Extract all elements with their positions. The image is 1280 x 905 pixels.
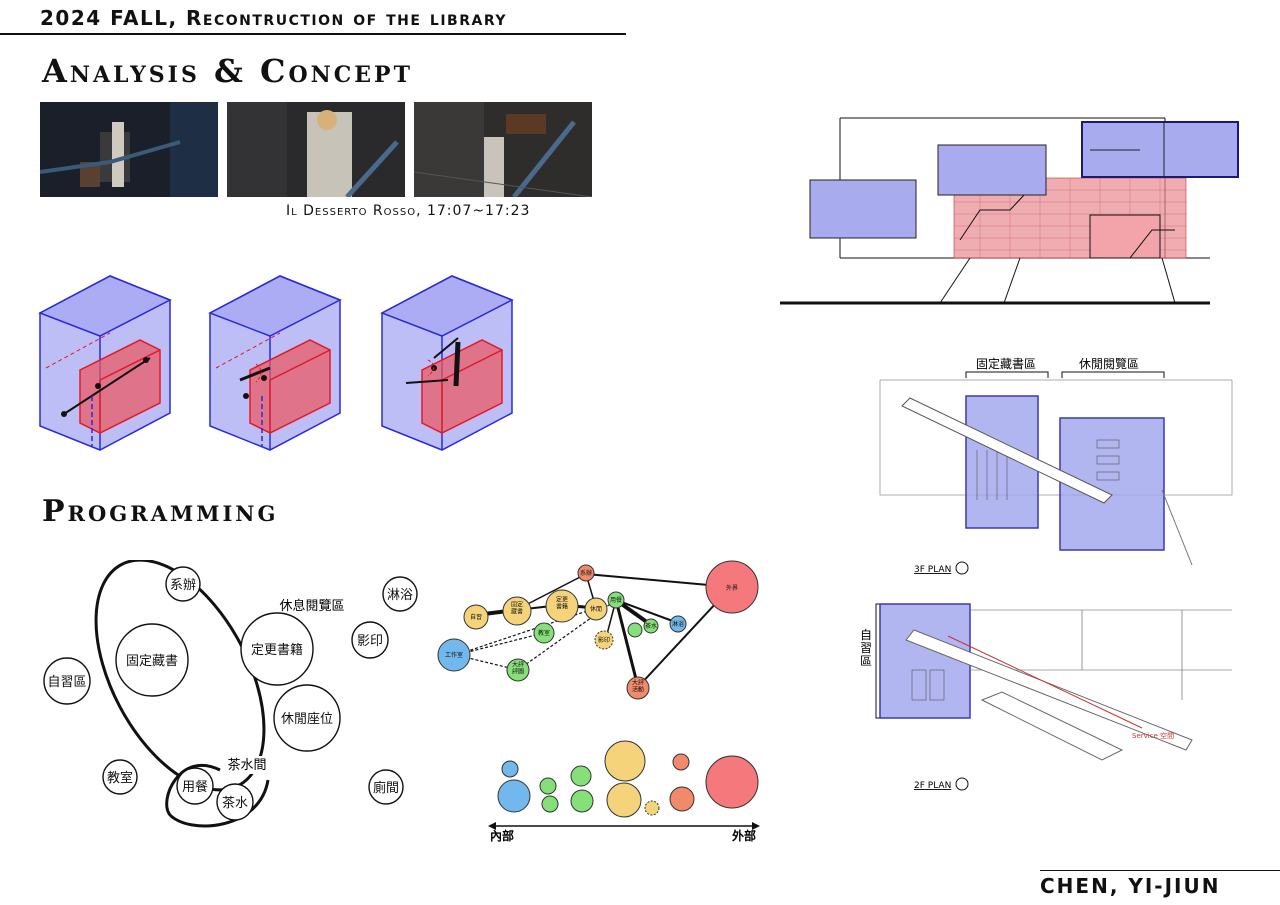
- net-jiaoshi: 教室: [538, 629, 550, 637]
- header-title: 2024 FALL, Recontruction of the library: [40, 6, 507, 30]
- zone-fixed-label: 固定藏書區: [976, 356, 1036, 371]
- net-linyu: 淋浴: [672, 620, 684, 628]
- author-name: CHEN, YI-JIUN: [1040, 874, 1221, 898]
- service-label: Service 空間: [1132, 731, 1174, 740]
- concept-box-3: [380, 275, 514, 451]
- section-programming-title: Programming: [42, 494, 279, 529]
- plan-3f: 固定藏書區 休閒閱覽區 3F PLAN: [879, 356, 1233, 575]
- net-gongzuo: 工作室: [445, 651, 463, 659]
- plan-2f-label: 2F PLAN: [914, 781, 951, 791]
- gradient-inner-label: 內部: [490, 828, 514, 843]
- section-analysis-title: Analysis & Concept: [42, 52, 413, 90]
- group-tea-label: 茶水間: [227, 757, 266, 773]
- net-dapin: 大評評圖: [512, 661, 524, 676]
- section-elevation: [780, 117, 1239, 305]
- net-waijie: 外界: [726, 584, 738, 592]
- net-xiuxian: 休閒: [590, 605, 602, 613]
- bubble-yongcan: 用餐: [182, 779, 208, 795]
- film-still-1: [40, 102, 218, 197]
- net-dinggeng: 定更書籍: [556, 596, 568, 611]
- bubble-dinggeng: 定更書籍: [251, 642, 303, 658]
- net-yongcan: 用餐: [610, 596, 622, 604]
- plan-2f: 自習區 Service 空間 2F PLAN: [860, 603, 1232, 791]
- header-rule: [0, 33, 626, 35]
- network-diagram: 自習 固定藏書 定更書籍 休閒 系辦 外界 工作室 教室 影印 大評評圖 用餐 …: [437, 560, 759, 700]
- net-chashui: 茶水: [645, 622, 657, 630]
- zone-leisure-label: 休閒閱覽區: [1079, 357, 1139, 371]
- concept-diagrams: [38, 275, 514, 451]
- bubble-cesuo: 廁間: [373, 780, 399, 796]
- net-dapinhuo: 大評活動: [632, 679, 644, 694]
- gradient-diagram: 內部 外部: [488, 740, 760, 843]
- plan-3f-label: 3F PLAN: [914, 565, 951, 575]
- film-still-2: [227, 102, 405, 197]
- bubble-xiban: 系辦: [170, 578, 196, 593]
- bubble-chashui: 茶水: [222, 795, 248, 811]
- net-xiban: 系辦: [580, 569, 592, 577]
- bubble-guding: 固定藏書: [126, 654, 178, 669]
- gradient-outer-label: 外部: [732, 828, 756, 843]
- zixi-vertical-label: 自習區: [860, 628, 872, 668]
- bubble-jiaoshi: 教室: [107, 770, 133, 786]
- concept-box-1: [38, 275, 172, 451]
- author-rule: [1040, 870, 1280, 871]
- net-zishi: 自習: [470, 613, 482, 621]
- net-guding: 固定藏書: [511, 601, 523, 616]
- film-caption: Il Desserto Rosso, 17:07~17:23: [286, 203, 531, 219]
- concept-box-2: [208, 275, 342, 451]
- bubble-zixi: 自習區: [47, 675, 86, 690]
- bubble-linyu: 淋浴: [387, 588, 413, 603]
- bubble-yingyin: 影印: [357, 634, 383, 649]
- bubble-diagram: 休息閱覽區 茶水間 系辦 淋浴 影印 固定藏書 自習區 定更書籍 休閒座位 教室…: [43, 560, 418, 828]
- film-still-3: [414, 102, 592, 197]
- net-yingyin: 影印: [598, 636, 610, 644]
- group-lounge-label: 休息閱覽區: [279, 598, 344, 614]
- bubble-xiuxian: 休閒座位: [281, 712, 333, 727]
